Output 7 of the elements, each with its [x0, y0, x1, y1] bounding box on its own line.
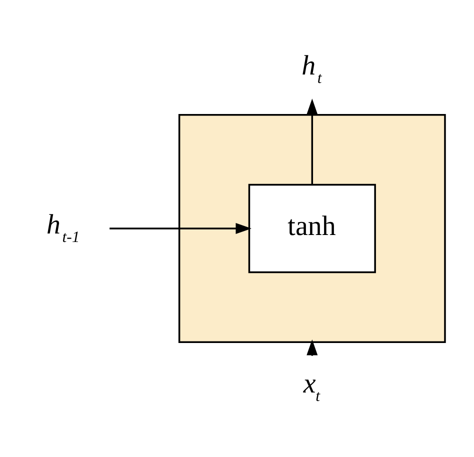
node-text: h$_{t-1}$	[46, 209, 80, 246]
arrow	[306, 98, 318, 184]
arrow	[110, 222, 252, 234]
arrow	[306, 339, 318, 356]
node-box: tanh	[248, 184, 376, 274]
node-text: x$_{t}$	[303, 368, 320, 405]
node-text: h$_{t}$	[302, 50, 322, 87]
